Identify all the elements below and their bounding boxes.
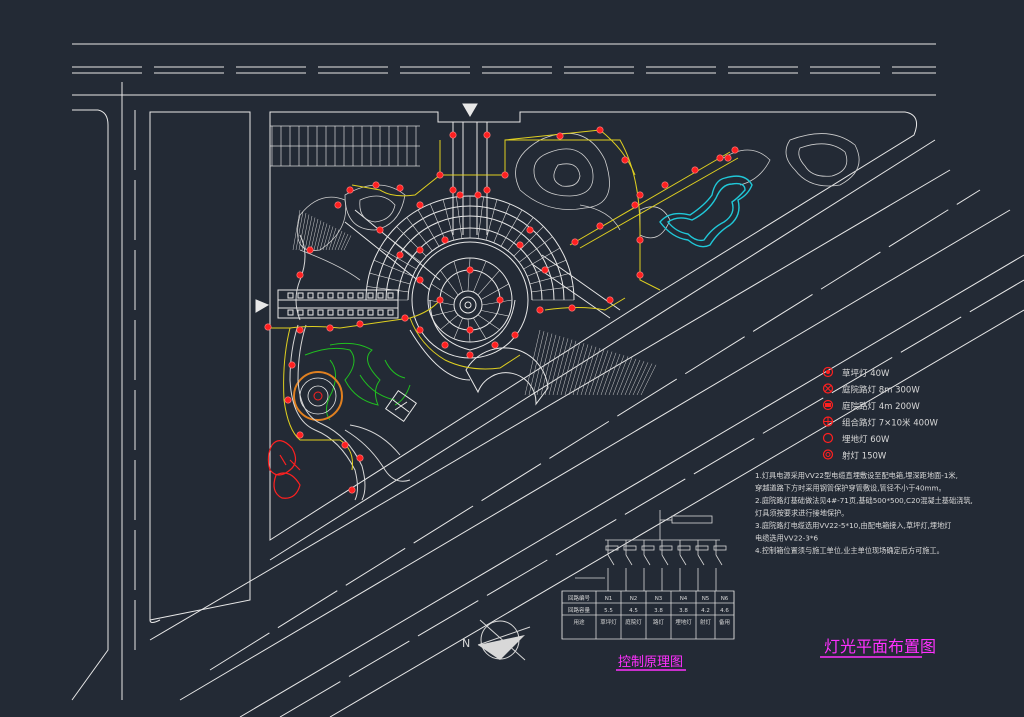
legend-label: 组合路灯 7×10米 400W bbox=[842, 418, 938, 429]
pavilion bbox=[384, 389, 418, 423]
table-cell: 3.8 bbox=[679, 608, 688, 614]
table-cell: N4 bbox=[680, 596, 688, 602]
table-cell: 4.2 bbox=[701, 608, 710, 614]
table-cell: 4.5 bbox=[629, 608, 638, 614]
control-table: 回路编号 N1 N2 N3 N4 N5 N6 回路容量 5.5 4.5 3.8 3.8 4.2 4.6 用途… bbox=[568, 594, 730, 626]
entrance-arrow-icon bbox=[462, 103, 478, 117]
legend-label: 埋地灯 60W bbox=[842, 434, 890, 445]
legend-label: 射灯 150W bbox=[842, 451, 887, 462]
table-cell: 回路编号 bbox=[568, 594, 591, 602]
legend: 草坪灯 40W 庭院路灯 8m 300W 庭院路灯 4m 200W 组合路灯 7×10… bbox=[822, 366, 938, 462]
note-line: 1.灯具电源采用VV22型电缆直埋敷设至配电箱,埋深距地面-1米, bbox=[755, 471, 958, 480]
garden-paths bbox=[289, 234, 411, 501]
lamp-cross-icon bbox=[822, 416, 834, 427]
table-cell: 3.8 bbox=[654, 608, 663, 614]
plaza-radial-lines bbox=[366, 196, 574, 343]
lamp-x-icon bbox=[822, 383, 834, 394]
fountain bbox=[293, 371, 343, 421]
table-cell: N6 bbox=[721, 596, 729, 602]
promenade-strip bbox=[255, 289, 399, 319]
table-cell: 5.5 bbox=[604, 608, 613, 614]
table-cell: N5 bbox=[702, 596, 710, 602]
lighting-plan-title: 灯光平面布置图 bbox=[824, 637, 936, 656]
lamp-target-icon bbox=[822, 449, 834, 460]
legend-label: 庭院路灯 4m 200W bbox=[842, 401, 920, 412]
table-cell: N2 bbox=[630, 596, 638, 602]
planting-beds bbox=[304, 342, 411, 421]
lamp-hatch-icon bbox=[822, 399, 834, 411]
lamp-dot-icon bbox=[822, 366, 834, 378]
legend-item: 庭院路灯 4m 200W bbox=[822, 399, 920, 412]
table-cell: 备用 bbox=[719, 618, 730, 626]
legend-label: 草坪灯 40W bbox=[842, 368, 890, 379]
control-diagram bbox=[561, 510, 735, 640]
note-line: 穿越道路下方时采用钢管保护穿管敷设,管径不小于40mm。 bbox=[755, 484, 946, 493]
design-notes: 1.灯具电源采用VV22型电缆直埋敷设至配电箱,埋深距地面-1米, 穿越道路下方时… bbox=[755, 471, 973, 555]
red-flower-beds bbox=[267, 440, 301, 499]
legend-label: 庭院路灯 8m 300W bbox=[842, 385, 920, 396]
water-feature bbox=[659, 175, 753, 248]
table-cell: 4.6 bbox=[720, 608, 729, 614]
svg-text:N: N bbox=[462, 637, 470, 650]
table-cell: 用途 bbox=[573, 618, 585, 626]
table-cell: N3 bbox=[655, 596, 663, 602]
note-line: 电缆选用VV22-3*6 bbox=[755, 534, 818, 543]
north-arrow-icon: N bbox=[462, 619, 531, 661]
legend-item: 草坪灯 40W bbox=[822, 366, 890, 379]
table-cell: 庭院灯 bbox=[625, 618, 642, 626]
table-cell: 草坪灯 bbox=[600, 618, 617, 626]
note-line: 4.控制箱位置须与施工单位,业主单位现场确定后方可施工。 bbox=[755, 546, 944, 555]
landscape-mounds bbox=[297, 133, 860, 281]
note-line: 灯具须按要求进行接地保护。 bbox=[755, 509, 848, 518]
control-principle-title: 控制原理图 bbox=[618, 655, 683, 670]
legend-item: 组合路灯 7×10米 400W bbox=[822, 416, 938, 429]
table-cell: 射灯 bbox=[700, 618, 712, 626]
table-cell: N1 bbox=[605, 596, 613, 602]
note-line: 2.庭院路灯基础做法见4#-71页,基础500*500,C20混凝土基础浇筑, bbox=[755, 496, 973, 505]
table-cell: 路灯 bbox=[653, 618, 665, 626]
parking-stalls bbox=[270, 125, 420, 167]
lamp-ring-icon bbox=[822, 432, 834, 444]
road-network bbox=[71, 43, 1024, 717]
table-cell: 埋地灯 bbox=[675, 618, 692, 626]
lamp-markers bbox=[264, 126, 739, 494]
note-line: 3.庭院路灯电缆选用VV22-5*10,由配电箱接入,草坪灯,埋地灯 bbox=[755, 521, 951, 530]
legend-item: 庭院路灯 8m 300W bbox=[822, 383, 920, 396]
legend-item: 埋地灯 60W bbox=[822, 432, 890, 445]
legend-item: 射灯 150W bbox=[822, 449, 887, 462]
side-entrance-arrow-icon bbox=[255, 299, 270, 313]
table-cell: 回路容量 bbox=[568, 606, 591, 614]
